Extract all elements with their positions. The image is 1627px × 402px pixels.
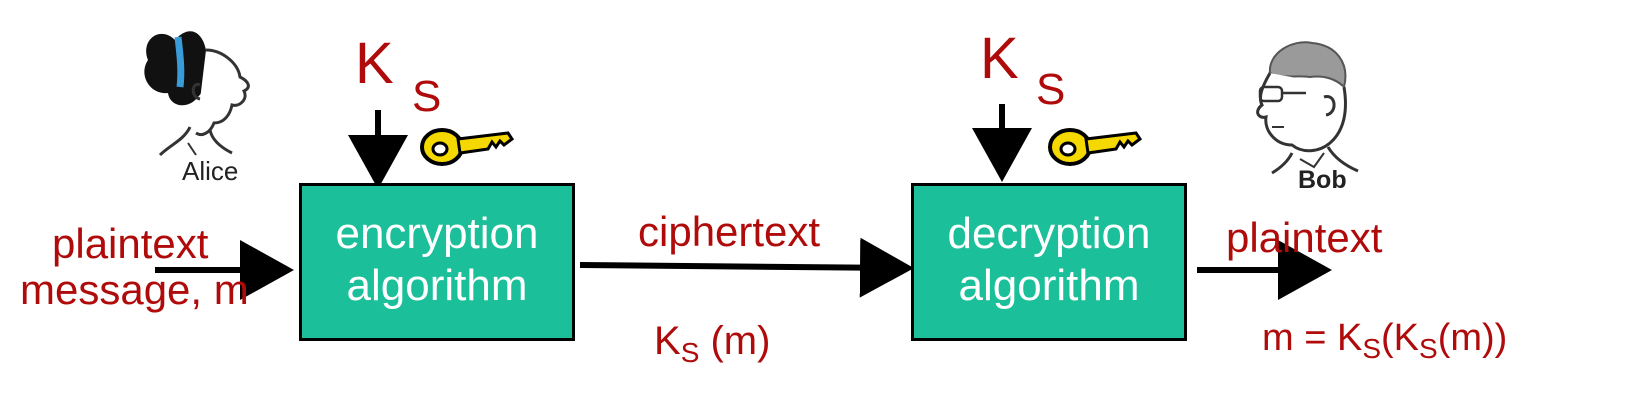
alice-label: Alice [182, 156, 239, 186]
output-formula-part3: (m)) [1437, 317, 1508, 359]
decryption-algorithm-box: decryption algorithm [911, 183, 1187, 341]
input-plaintext-label: plaintext [52, 220, 209, 267]
bob-label: Bob [1298, 166, 1347, 194]
output-plaintext-label: plaintext [1226, 214, 1383, 261]
input-message-label: message, m [20, 266, 249, 313]
key-right-k: K [980, 26, 1019, 91]
key-left-k: K [355, 31, 394, 96]
output-formula-sub2: S [1419, 333, 1438, 364]
key-icon [1048, 128, 1143, 166]
key-left-subscript: S [412, 72, 442, 121]
decryption-box-line1: decryption [947, 209, 1151, 258]
output-formula-part2: (K [1381, 317, 1419, 359]
ciphertext-formula-subscript: S [680, 337, 700, 368]
ciphertext-formula: KS (m) [654, 318, 770, 368]
bob-portrait-icon [1256, 41, 1359, 175]
decryption-box-line2: algorithm [958, 261, 1140, 310]
encryption-box-line2: algorithm [346, 261, 528, 310]
output-formula: m = KS(KS(m)) [1262, 315, 1507, 364]
key-right-subscript: S [1036, 65, 1066, 114]
encryption-box-line1: encryption [335, 209, 539, 258]
encryption-algorithm-box: encryption algorithm [299, 183, 575, 341]
ciphertext-formula-k: K [654, 319, 681, 363]
ciphertext-arrow [579, 237, 914, 298]
ciphertext-label: ciphertext [638, 208, 821, 255]
key-icon [420, 128, 515, 166]
output-formula-part1: m = K [1262, 317, 1363, 359]
ciphertext-formula-rest: (m) [699, 319, 771, 363]
alice-portrait-icon [144, 31, 250, 157]
output-formula-sub1: S [1362, 333, 1381, 364]
